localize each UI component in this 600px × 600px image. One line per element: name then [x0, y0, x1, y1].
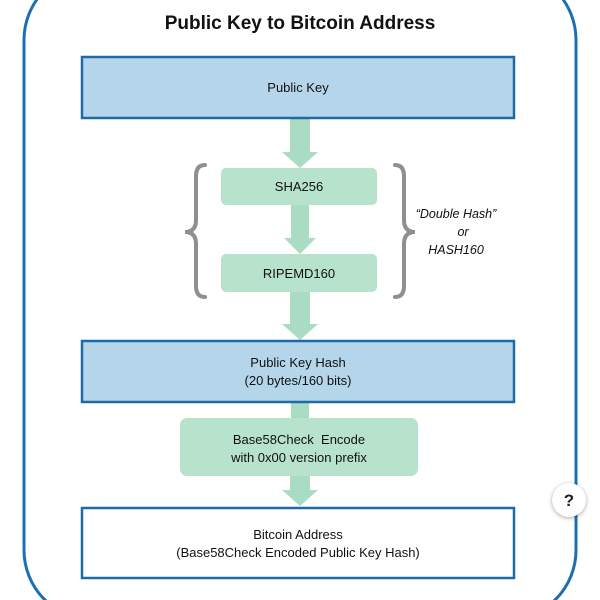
- public-key-node: Public Key: [80, 55, 516, 120]
- sha256-box: [221, 168, 377, 205]
- public-key-box: [80, 55, 516, 120]
- right-brace: [393, 163, 416, 299]
- bitcoin-address-node: Bitcoin Address (Base58Check Encoded Pub…: [80, 506, 516, 580]
- bitcoin-address-label-line-1: Bitcoin Address: [253, 527, 343, 542]
- arrow-base58check-to-bitcoin-address: [282, 476, 318, 506]
- help-icon: ?: [563, 490, 575, 510]
- ripemd160-box: [221, 254, 377, 292]
- arrow-hash-to-base58check: [291, 402, 309, 420]
- base58check-encode-node: Base58Check Encode with 0x00 version pre…: [180, 418, 418, 476]
- arrow-public-key-to-sha256: [282, 118, 318, 168]
- diagram-title: Public Key to Bitcoin Address: [165, 13, 436, 34]
- public-key-label: Public Key: [267, 80, 329, 95]
- base58check-encode-label-line-1: Base58Check Encode: [233, 432, 365, 447]
- double-hash-note: “Double Hash” or HASH160: [416, 207, 497, 257]
- flow-arrows: [282, 118, 318, 506]
- public-key-hash-label-line-2: (20 bytes/160 bits): [245, 373, 352, 388]
- double-hash-note-line-1: “Double Hash”: [416, 207, 497, 221]
- public-key-hash-node: Public Key Hash (20 bytes/160 bits): [80, 339, 516, 404]
- ripemd160-label: RIPEMD160: [263, 266, 335, 281]
- arrow-sha256-to-ripemd160: [284, 205, 316, 254]
- ripemd160-node: RIPEMD160: [221, 254, 377, 292]
- sha256-node: SHA256: [221, 168, 377, 205]
- sha256-label: SHA256: [275, 179, 323, 194]
- left-brace: [184, 163, 207, 299]
- arrow-ripemd160-to-public-key-hash: [282, 292, 318, 340]
- public-key-hash-box: [80, 339, 516, 404]
- bitcoin-address-box: [80, 506, 516, 580]
- bitcoin-address-label-line-2: (Base58Check Encoded Public Key Hash): [176, 545, 420, 560]
- double-hash-note-line-2: or: [457, 225, 469, 239]
- base58check-encode-box: [180, 418, 418, 476]
- base58check-encode-label-line-2: with 0x00 version prefix: [230, 450, 367, 465]
- public-key-hash-label-line-1: Public Key Hash: [250, 355, 345, 370]
- diagram-frame: [22, 0, 578, 600]
- help-button[interactable]: ?: [552, 483, 586, 517]
- double-hash-note-line-3: HASH160: [428, 243, 484, 257]
